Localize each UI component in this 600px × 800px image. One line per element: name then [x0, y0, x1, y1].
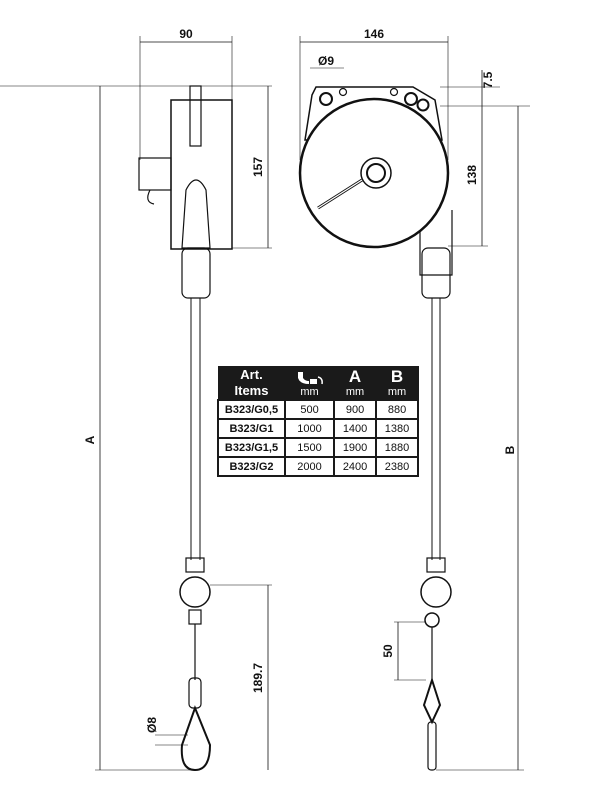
- cell-a: 900: [333, 399, 378, 420]
- cell-item: B323/G1,5: [217, 437, 286, 458]
- cell-b: 880: [375, 399, 419, 420]
- dimension-label-o8: Ø8: [145, 717, 159, 733]
- dimension-label-50: 50: [381, 644, 395, 658]
- side-view: 90 157 A 189.7 Ø8: [0, 27, 272, 772]
- drum-housing: [298, 97, 450, 249]
- header-cable: mm: [284, 366, 335, 401]
- cell-item: B323/G2: [217, 456, 286, 477]
- dimension-label-7-5: 7.5: [481, 71, 495, 88]
- cell-cable: 500: [283, 399, 336, 420]
- cell-b: 1380: [375, 418, 419, 439]
- cell-cable: 1000: [283, 418, 336, 439]
- cell-b: 2380: [375, 456, 419, 477]
- side-bracket: [138, 157, 172, 191]
- cell-a: 1900: [333, 437, 378, 458]
- cell-a: 1400: [333, 418, 378, 439]
- dimension-label-90: 90: [179, 27, 193, 41]
- header-unit: mm: [345, 386, 365, 398]
- header-unit: mm: [300, 386, 319, 398]
- dimension-label-o9: Ø9: [318, 54, 334, 68]
- dimension-label-146: 146: [364, 27, 384, 41]
- cell-a: 2400: [333, 456, 378, 477]
- header-art-items: Art.Items: [217, 366, 286, 401]
- dimension-label-189-7: 189.7: [251, 663, 265, 693]
- dimension-label-b: B: [503, 445, 517, 454]
- cell-cable: 2000: [283, 456, 336, 477]
- header-items: Items: [234, 383, 269, 398]
- cable-extension-icon: [297, 372, 323, 385]
- cell-cable: 1500: [283, 437, 336, 458]
- cell-item: B323/G1: [217, 418, 286, 439]
- stopper-ball: [179, 576, 211, 608]
- front-view: 146 Ø9 7.5 138 B 50: [298, 27, 530, 771]
- suspension-clip: [189, 85, 202, 147]
- dimension-label-a: A: [83, 435, 97, 444]
- header-unit: mm: [387, 386, 407, 398]
- dimension-label-157: 157: [251, 157, 265, 177]
- cable-sleeve: [181, 247, 211, 299]
- header-a-label: A: [348, 367, 362, 386]
- dimension-label-138: 138: [465, 165, 479, 185]
- snap-hook: [180, 705, 212, 772]
- cell-item: B323/G0,5: [217, 399, 286, 420]
- header-b-label: B: [390, 367, 404, 386]
- header-art: Art.: [240, 367, 263, 382]
- cell-b: 1880: [375, 437, 419, 458]
